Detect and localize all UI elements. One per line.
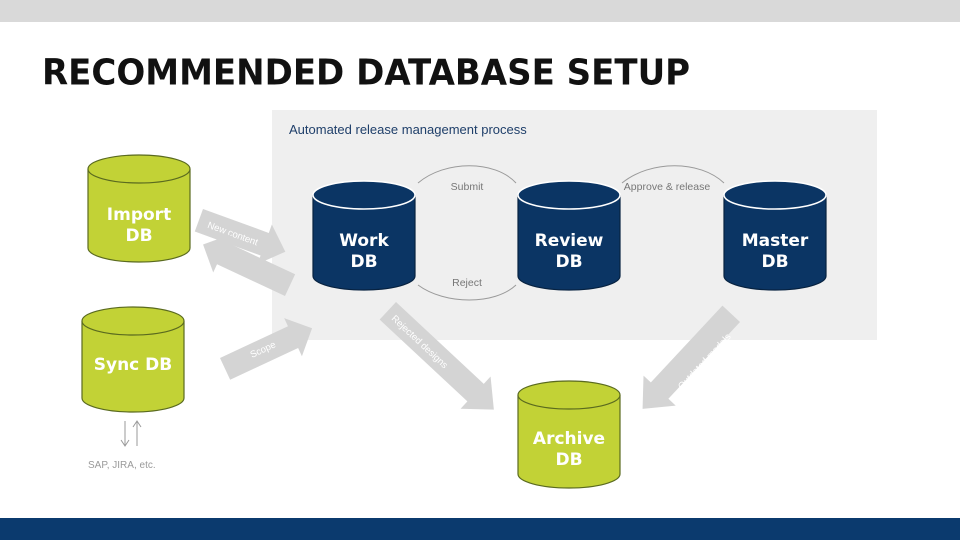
master-db-line1: Master [742, 231, 809, 251]
archive-db-line2: DB [555, 450, 582, 470]
new-content-arrow: New content [194, 209, 286, 264]
processes-label: Processes [224, 305, 269, 335]
top-bar [0, 0, 960, 22]
scope-arrow [220, 318, 313, 380]
review-db-line1: Review [535, 231, 604, 251]
import-db[interactable]: Import DB [87, 154, 191, 263]
approve-curve [621, 165, 725, 184]
sync-note: SAP, JIRA, etc. [88, 460, 156, 471]
review-db[interactable]: Review DB [517, 180, 621, 291]
rejected-designs-arrow: Rejected designs [379, 302, 494, 410]
work-db[interactable]: Work DB [312, 180, 416, 291]
sync-db[interactable]: Sync DB [81, 306, 185, 413]
approve-release-label: Approve & release [624, 181, 711, 193]
work-db-line1: Work [339, 231, 389, 251]
slide-title: RECOMMENDED DATABASE SETUP [42, 52, 691, 94]
import-db-line1: Import [107, 205, 171, 225]
process-label: Automated release management process [289, 122, 527, 137]
reject-label: Reject [452, 277, 482, 289]
processes-arrow [203, 234, 296, 296]
master-db[interactable]: Master DB [723, 180, 827, 291]
submit-curve [417, 165, 517, 184]
sync-io-arrows [120, 420, 142, 447]
master-db-line2: DB [761, 252, 788, 272]
sync-db-label: Sync DB [94, 355, 173, 375]
import-db-line2: DB [125, 226, 152, 246]
rejected-designs-label: Rejected designs [389, 313, 450, 371]
review-db-line2: DB [555, 252, 582, 272]
outdated-models-arrow [642, 305, 740, 409]
bottom-bar [0, 518, 960, 540]
archive-db-line1: Archive [533, 429, 605, 449]
archive-db[interactable]: Archive DB [517, 380, 621, 489]
submit-label: Submit [451, 181, 484, 193]
reject-curve [417, 284, 517, 301]
work-db-line2: DB [350, 252, 377, 272]
